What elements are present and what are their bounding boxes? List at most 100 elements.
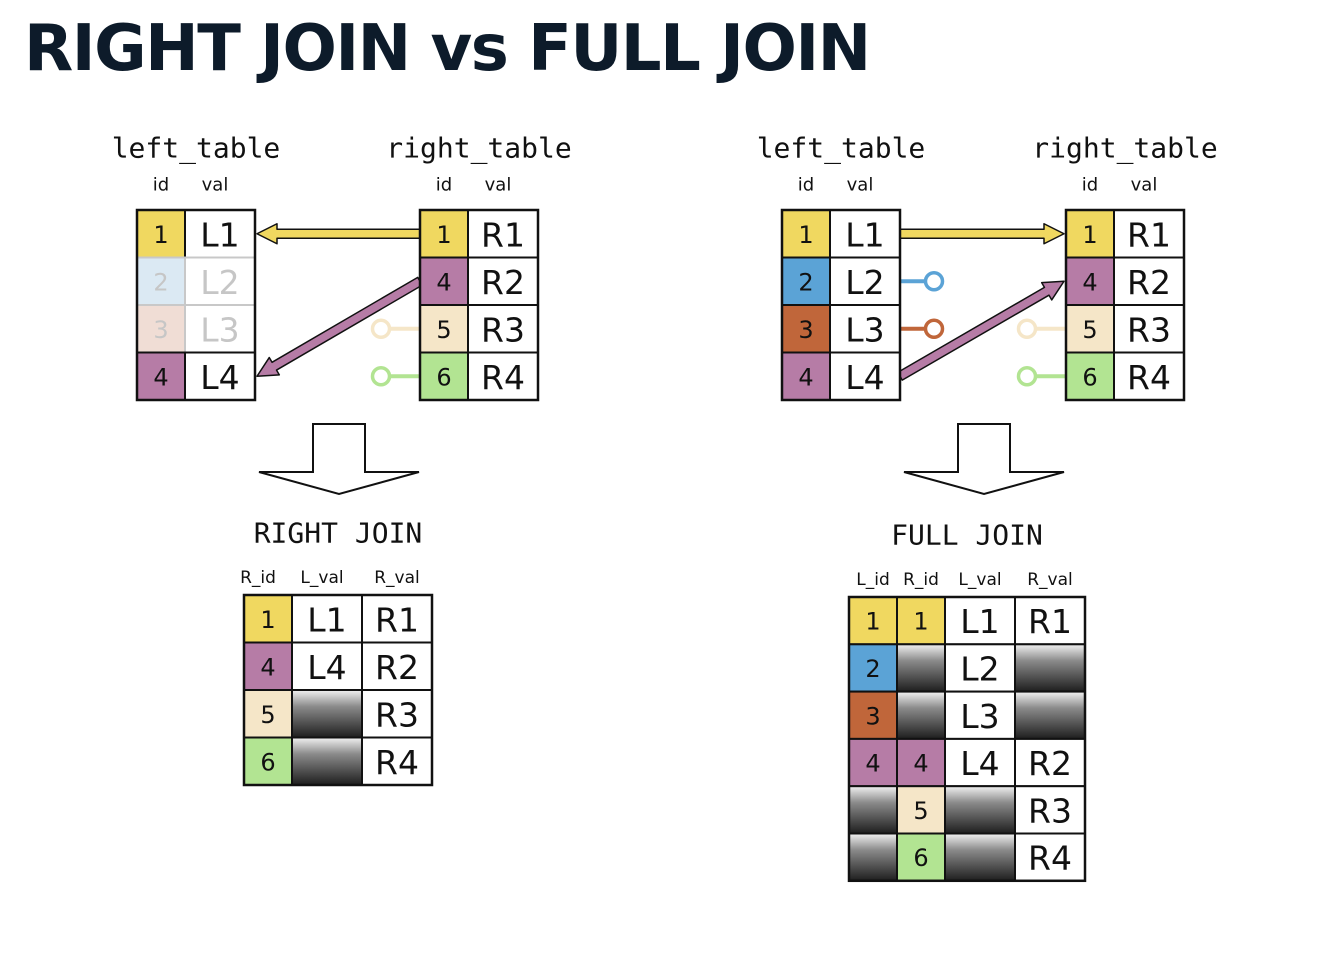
fj-left-table-row-4-id: 4 <box>798 363 813 391</box>
rj-right-table-row-3-val: R3 <box>481 310 525 349</box>
fj-result-table-row-5-cell-4 <box>1014 785 1086 835</box>
fj-result-table-row-4-val: R2 <box>1028 744 1072 783</box>
rj-unmatched-6-circle <box>370 366 392 387</box>
rj-result-table-row-1-id: 1 <box>260 606 275 634</box>
fj-left-table-row-2-val: L2 <box>845 263 884 302</box>
rj-left-table-row-1-id: 1 <box>153 221 168 249</box>
fj-left-table-row-3-val: L3 <box>845 310 884 349</box>
fj-result-table-row-1-val: L1 <box>960 602 999 641</box>
fj-result-table-header-3: R_val <box>1027 570 1073 590</box>
rj-result-table-header-2: R_val <box>374 568 420 588</box>
fj-result-table-row-6-cell-3-null <box>944 832 1016 882</box>
fj-result-table-row-6-val: R4 <box>1028 839 1072 878</box>
fj-result-table-row-3-cell-2-null <box>896 690 946 740</box>
rj-result-table-row-4-cell-2-null <box>291 736 363 786</box>
fj-left-table-row-1-id: 1 <box>798 221 813 249</box>
fj-right-table-border <box>1064 208 1186 402</box>
fj-left-table-row-1-val: L1 <box>845 215 884 254</box>
fj-left-table-row-3-val-cell <box>829 304 901 354</box>
fj-result-table-row-5-id: 5 <box>913 797 928 825</box>
fj-result-table-row-1-val: R1 <box>1028 602 1072 641</box>
fj-result-table-row-4-id: 4 <box>913 750 928 778</box>
fj-result-table-row-1-cell-2 <box>896 596 946 646</box>
rj-right-table-name: right_table <box>386 132 571 166</box>
rj-right-table-header-val: val <box>485 175 512 196</box>
fj-unmatched-3 <box>900 318 945 339</box>
fj-result-table-row-3-val: L3 <box>960 697 999 736</box>
rj-result-table-row-4-id: 6 <box>260 748 275 776</box>
fj-result-table-row-2-cell-2-null <box>896 643 946 693</box>
rj-result-table-row-3-id: 5 <box>260 701 275 729</box>
rj-right-table-row-3-val-cell <box>467 304 539 354</box>
rj-left-table-row-2-val: L2 <box>200 263 239 302</box>
fj-result-table-header-1: R_id <box>903 570 939 590</box>
rj-left-table-row-2-id: 2 <box>153 268 168 296</box>
rj-unmatched-6 <box>370 366 420 387</box>
fj-right-table-header-id: id <box>1082 175 1098 196</box>
rj-right-table-row-3-id-cell <box>419 304 469 354</box>
fj-left-table-name: left_table <box>757 132 926 166</box>
rj-right-table-row-1-id: 1 <box>436 221 451 249</box>
rj-right-table-header-id: id <box>436 175 452 196</box>
rj-result-table-border <box>242 593 434 787</box>
rj-right-table-row-3-id: 5 <box>436 316 451 344</box>
fj-result-table-row-1-cell-4 <box>1014 596 1086 646</box>
fj-result-table-row-3-cell-4-null <box>1014 690 1086 740</box>
fj-left-table-row-4-val-cell <box>829 351 901 401</box>
fj-match-arrow-1 <box>899 223 1065 245</box>
fj-result-table-row-4-cell-3 <box>944 737 1016 788</box>
rj-result-table-row-3-cell-2-null <box>291 689 363 739</box>
fj-result-table-row-3-cell-3 <box>944 690 1016 740</box>
fj-result-table-row-1-id: 1 <box>913 608 928 636</box>
rj-left-table-name: left_table <box>112 132 281 166</box>
rj-right-table-row-4-id: 6 <box>436 363 451 391</box>
fj-right-table-row-1-val: R1 <box>1127 215 1171 254</box>
fj-right-table-row-4-id: 6 <box>1082 363 1097 391</box>
rj-result-table-row-1-val: L1 <box>307 600 346 639</box>
rj-match-arrow-4 <box>256 276 424 377</box>
rj-match-arrow-1 <box>256 223 421 245</box>
fj-left-table-row-4-val: L4 <box>845 358 884 397</box>
rj-left-table-row-1-val: L1 <box>200 215 239 254</box>
fj-result-table-row-2-id: 2 <box>865 655 880 683</box>
rj-unmatched-5-circle <box>370 318 392 339</box>
fj-result-table-row-6-cell-1-null <box>848 832 898 882</box>
fj-result-table-row-3-id: 3 <box>865 702 880 730</box>
fj-match-arrow-4 <box>896 280 1065 381</box>
rj-result-table-row-4-val: R4 <box>375 743 419 782</box>
fj-unmatched-3-circle <box>923 318 945 339</box>
fj-unmatched-6-circle <box>1016 366 1038 387</box>
fj-left-table-header-id: id <box>798 175 814 196</box>
fj-result-table-row-4-val: L4 <box>960 744 999 783</box>
fj-result-table-header-2: L_val <box>958 570 1001 590</box>
rj-result-table-row-1-val: R1 <box>375 600 419 639</box>
rj-result-table-row-2-cell-2 <box>291 641 363 691</box>
rj-result-table-row-2-val: L4 <box>307 648 346 687</box>
fj-result-table-row-3-cell-1 <box>848 690 898 740</box>
rj-result-table-header-1: L_val <box>300 568 343 588</box>
rj-right-table-row-2-id: 4 <box>436 268 451 296</box>
fj-unmatched-5-circle <box>1016 318 1038 339</box>
fj-result-table-row-4-cell-4 <box>1014 737 1086 788</box>
fj-result-table-row-1-id: 1 <box>865 608 880 636</box>
fj-unmatched-6 <box>1016 366 1066 387</box>
rj-left-table-row-4-id: 4 <box>153 363 168 391</box>
fj-left-table-border <box>780 208 902 402</box>
rj-left-table-header-val: val <box>202 175 229 196</box>
fj-result-table-border <box>847 595 1087 883</box>
fj-right-table-header-val: val <box>1131 175 1158 196</box>
fj-result-arrow-icon <box>903 423 1065 496</box>
fj-right-table-row-3-val: R3 <box>1127 310 1171 349</box>
rj-left-table-border <box>135 208 257 402</box>
fj-result-table-row-2-cell-3 <box>944 643 1016 693</box>
rj-result-table-label: RIGHT JOIN <box>254 517 423 550</box>
rj-right-table-row-4-val: R4 <box>481 358 525 397</box>
rj-left-table-row-3-val: L3 <box>200 310 239 349</box>
rj-result-table-header-0: R_id <box>240 568 276 588</box>
